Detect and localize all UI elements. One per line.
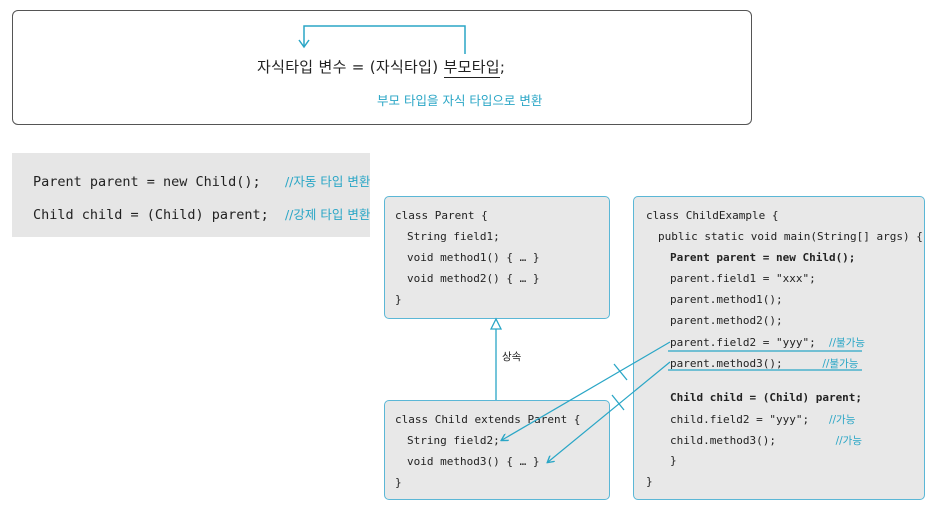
main-line: public static void main(String[] args) { <box>658 230 923 243</box>
main-line: parent.method3(); //불가능 <box>670 357 859 370</box>
code-text: Child child = (Child) parent; <box>33 207 269 223</box>
parent-class-line: String field1; <box>407 230 500 243</box>
method3-access-arrow <box>548 361 671 462</box>
block-mark <box>613 363 628 381</box>
parent-type-text: 부모타입 <box>443 58 500 78</box>
main-line: Child child = (Child) parent; <box>670 391 863 404</box>
main-line: Parent parent = new Child(); <box>670 251 856 264</box>
parent-class-line: void method2() { … } <box>407 272 540 285</box>
parent-class-line: class Parent { <box>395 209 488 222</box>
main-comment: //불가능 <box>828 337 866 349</box>
main-line: } <box>646 475 653 488</box>
conversion-arrow-head <box>298 39 310 49</box>
semicolon-text: ; <box>499 58 506 76</box>
code-comment: //강제 타입 변환 <box>284 207 371 222</box>
conversion-syntax: 자식타입 변수 = (자식타입) 부모타입; <box>257 56 506 78</box>
field2-access-arrow <box>502 341 671 440</box>
parent-class-line: } <box>395 293 402 306</box>
main-comment: //가능 <box>835 435 862 447</box>
conversion-arrow <box>303 25 466 54</box>
main-line: parent.field1 = "xxx"; <box>670 272 816 285</box>
code-example-bar <box>12 153 370 237</box>
child-type-text: 자식타입 <box>257 58 314 76</box>
parent-class-box: class Parent { String field1; void metho… <box>384 196 610 319</box>
child-example-class-box: class ChildExample { public static void … <box>633 196 925 500</box>
child-class-line: class Child extends Parent { <box>395 413 581 426</box>
inheritance-label: 상속 <box>502 351 522 363</box>
child-class-box: class Child extends Parent { String fiel… <box>384 400 610 500</box>
child-class-line: } <box>395 476 402 489</box>
block-mark <box>611 394 625 411</box>
conversion-note: 부모 타입을 자식 타입으로 변환 <box>377 93 543 108</box>
main-line: parent.method2(); <box>670 314 783 327</box>
code-comment: //자동 타입 변환 <box>284 174 371 189</box>
main-line: child.field2 = "yyy"; //가능 <box>670 413 856 426</box>
main-line: parent.field2 = "yyy"; //불가능 <box>670 336 866 349</box>
cast-text: (자식타입) <box>369 58 439 76</box>
inheritance-arrowhead <box>489 317 503 330</box>
child-class-line: void method3() { … } <box>407 455 540 468</box>
conversion-syntax-box <box>12 10 752 125</box>
main-line: class ChildExample { <box>646 209 779 222</box>
code-text: Parent parent = new Child(); <box>33 174 261 190</box>
main-line: child.method3(); //가능 <box>670 434 862 447</box>
parent-class-line: void method1() { … } <box>407 251 540 264</box>
main-line: parent.method1(); <box>670 293 783 306</box>
forced-conversion-line: Child child = (Child) parent; //강제 타입 변환 <box>33 204 370 223</box>
main-comment: //가능 <box>828 414 856 426</box>
main-comment: //불가능 <box>822 358 859 370</box>
variable-assign-text: 변수 = <box>318 58 365 76</box>
child-class-line: String field2; <box>407 434 500 447</box>
main-line: } <box>670 454 677 467</box>
auto-conversion-line: Parent parent = new Child(); //자동 타입 변환 <box>33 171 370 190</box>
